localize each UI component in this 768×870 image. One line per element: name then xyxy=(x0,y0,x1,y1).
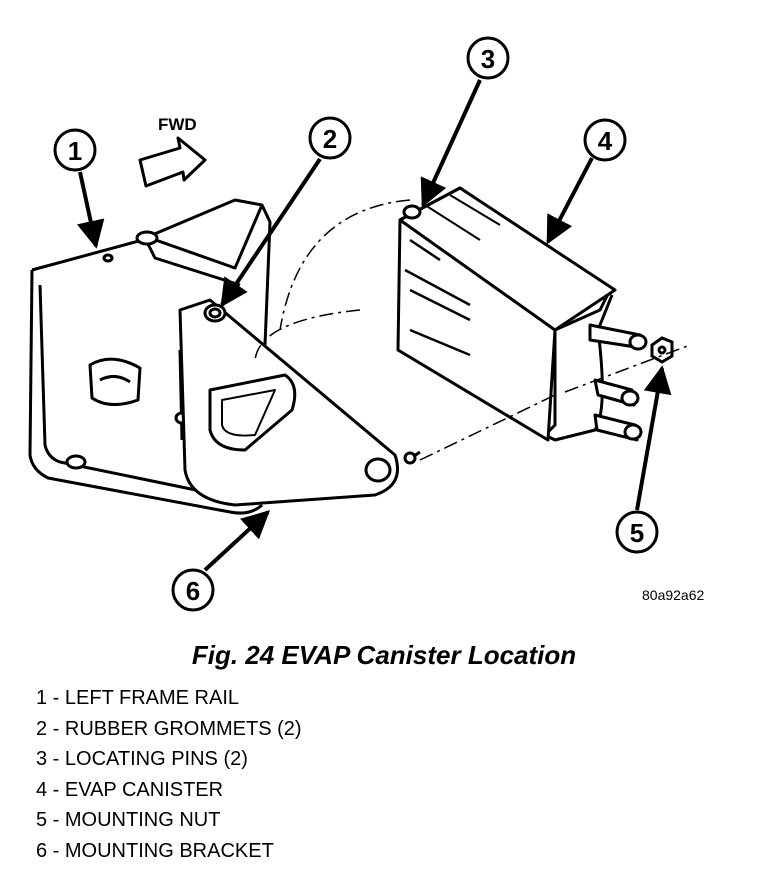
callout-circle xyxy=(308,116,352,160)
callout-number: 6 xyxy=(186,576,200,606)
mounting-stud xyxy=(403,450,421,465)
callout-2: 2 xyxy=(220,116,352,308)
mounting-nut xyxy=(650,336,674,364)
callout-number: 1 xyxy=(68,136,82,166)
callout-3: 3 xyxy=(420,36,510,208)
legend-list: 1 - LEFT FRAME RAIL 2 - RUBBER GROMMETS … xyxy=(36,683,302,866)
legend-item: 2 - RUBBER GROMMETS (2) xyxy=(36,717,302,740)
callout-4: 4 xyxy=(546,118,627,245)
leader-arrow xyxy=(220,157,322,308)
leader-arrow xyxy=(203,510,271,572)
left-frame-rail xyxy=(28,198,272,515)
callout-number: 2 xyxy=(323,124,337,154)
legend-item: 6 - MOUNTING BRACKET xyxy=(36,839,274,862)
callout-6: 6 xyxy=(171,510,271,612)
callout-circle xyxy=(171,568,215,612)
leader-arrow xyxy=(546,157,594,245)
callout-number: 5 xyxy=(630,518,644,548)
fwd-arrow-icon xyxy=(138,136,207,188)
callout-circle xyxy=(583,118,627,162)
callout-circle xyxy=(53,128,97,172)
leader-arrow xyxy=(420,79,482,208)
figure-code: 80a92a62 xyxy=(642,587,705,603)
callout-circle xyxy=(615,510,659,554)
callout-5: 5 xyxy=(615,365,672,554)
callout-number: 3 xyxy=(481,44,495,74)
leader-arrow xyxy=(76,171,105,249)
legend-item: 1 - LEFT FRAME RAIL xyxy=(36,687,240,709)
leader-arrow xyxy=(635,365,672,511)
evap-canister xyxy=(396,186,648,442)
mounting-bracket xyxy=(178,298,399,507)
legend-item: 4 - EVAP CANISTER xyxy=(36,778,224,801)
legend-item: 5 - MOUNTING NUT xyxy=(36,809,221,831)
installation-guide-lines xyxy=(254,199,691,461)
figure-caption: Fig. 24 EVAP Canister Location xyxy=(191,640,577,670)
callout-1: 1 xyxy=(53,128,105,249)
evap-canister-diagram: FWD xyxy=(28,36,705,612)
fwd-label: FWD xyxy=(158,115,197,134)
callout-number: 4 xyxy=(598,126,613,156)
fwd-indicator: FWD xyxy=(138,115,207,188)
callout-circle xyxy=(466,36,510,80)
legend-item: 3 - LOCATING PINS (2) xyxy=(36,748,248,770)
